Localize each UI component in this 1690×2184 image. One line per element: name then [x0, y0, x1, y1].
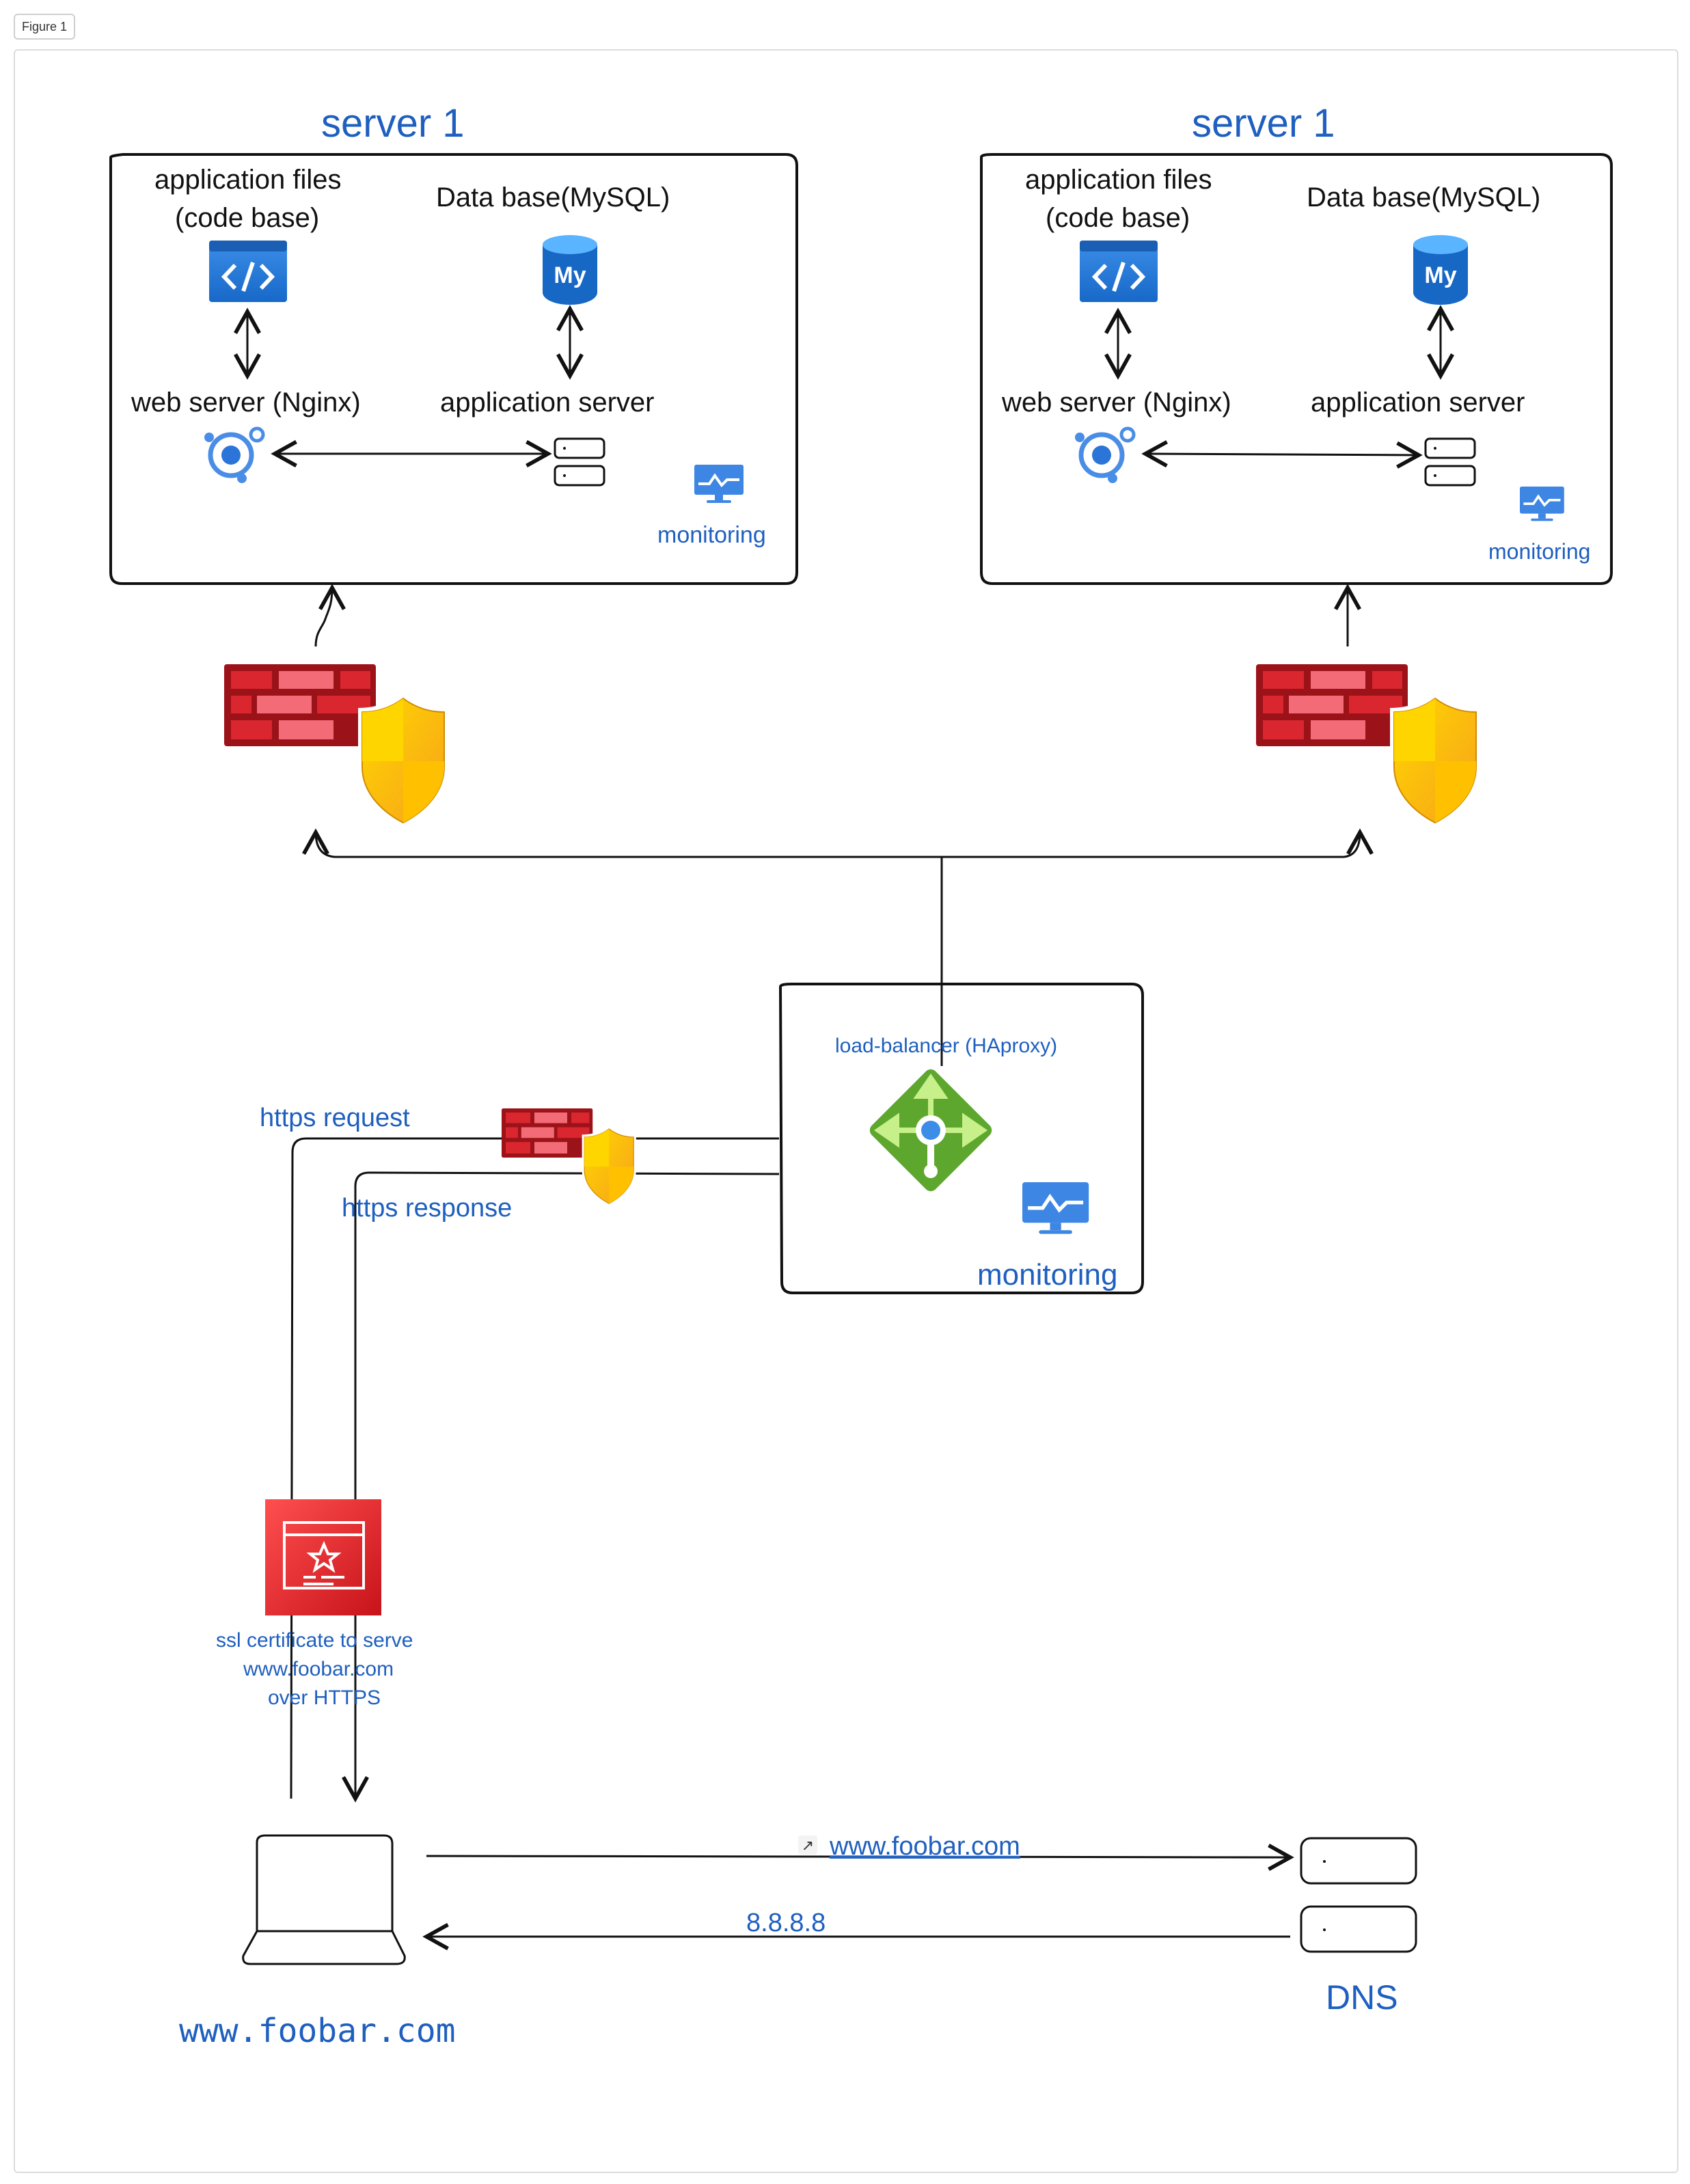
server-left-web-server: web server (Nginx)	[131, 387, 361, 418]
server-right-app-files-1: application files	[1025, 165, 1212, 195]
server-right-app-server: application server	[1311, 387, 1525, 418]
https-request-line	[290, 1137, 779, 1799]
dns-answer-label: 8.8.8.8	[746, 1909, 826, 1937]
code-icon	[209, 241, 287, 302]
client-label: www.foobar.com	[179, 2012, 456, 2050]
server-left-app-files-2: (code base)	[175, 203, 319, 233]
server-left-database: Data base(MySQL)	[436, 182, 670, 213]
lb-monitoring: monitoring	[977, 1258, 1117, 1292]
svg-text:My: My	[554, 262, 586, 288]
code-icon	[1080, 241, 1158, 302]
dns-server-icon	[1300, 1837, 1417, 1953]
https-response-label: https response	[342, 1194, 512, 1223]
https-request-label: https request	[260, 1104, 410, 1132]
lb-to-firewalls-line	[302, 828, 1374, 858]
mysql-db-icon: My	[1413, 235, 1468, 305]
svg-text:↗: ↗	[802, 1837, 814, 1854]
load-balancer-box	[778, 983, 1144, 1294]
figure-frame	[14, 49, 1678, 2173]
arrow-fw-left-to-server	[314, 584, 346, 647]
mysql-db-icon: My	[543, 235, 597, 305]
dns-query-arrow	[426, 1844, 1294, 1871]
server-rack-icon	[554, 437, 605, 487]
svg-text:My: My	[1424, 262, 1456, 288]
laptop-icon	[242, 1834, 406, 1965]
server-right-database: Data base(MySQL)	[1307, 182, 1540, 213]
monitor-icon	[1518, 485, 1566, 523]
server-rack-icon	[1424, 437, 1476, 487]
monitor-icon	[1022, 1182, 1089, 1234]
ssl-line-1: ssl certificate to serve	[216, 1629, 413, 1652]
firewall-shield-icon	[223, 664, 449, 829]
https-response-line	[342, 1171, 780, 1803]
arrow-web-app	[1141, 440, 1423, 469]
ssl-line-2: www.foobar.com	[243, 1658, 394, 1680]
web-server-icon	[204, 428, 263, 483]
server-left-app-server: application server	[440, 387, 655, 418]
server-left-title: server 1	[321, 101, 465, 146]
server-left-monitoring: monitoring	[657, 522, 766, 548]
figure-tab[interactable]: Figure 1	[14, 14, 75, 40]
firewall-shield-icon	[501, 1108, 637, 1207]
server-right-monitoring: monitoring	[1488, 539, 1590, 564]
certificate-icon	[265, 1499, 381, 1615]
firewall-shield-icon	[1255, 664, 1481, 829]
server-left-box	[109, 153, 798, 585]
monitor-icon	[693, 463, 745, 504]
ssl-line-3: over HTTPS	[268, 1687, 381, 1709]
dns-query-label[interactable]: www.foobar.com	[829, 1832, 1020, 1861]
server-right-box	[980, 153, 1613, 585]
server-right-web-server: web server (Nginx)	[1001, 387, 1231, 418]
server-left-app-files-1: application files	[154, 165, 342, 195]
dns-label: DNS	[1326, 1978, 1398, 2017]
load-balancer-icon	[869, 1069, 992, 1192]
external-link-icon[interactable]: ↗	[798, 1835, 817, 1855]
server-right-title: server 1	[1192, 101, 1335, 146]
lb-label: load-balancer (HAproxy)	[835, 1035, 1057, 1057]
server-right-app-files-2: (code base)	[1046, 203, 1190, 233]
web-server-icon	[1075, 428, 1134, 483]
